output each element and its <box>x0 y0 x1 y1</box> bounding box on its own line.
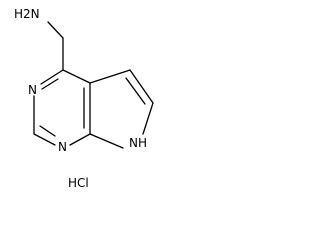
ring-nitrogen-1-label: N <box>58 140 67 154</box>
hcl-salt-label: HCl <box>68 176 89 190</box>
pyrrole-nh-label: NH <box>129 136 147 150</box>
bond-lines <box>33 21 154 149</box>
molecule-structure: H2N N N NH HCl <box>14 7 154 190</box>
ring-nitrogen-3-label: N <box>28 83 37 97</box>
amine-label: H2N <box>14 7 40 21</box>
